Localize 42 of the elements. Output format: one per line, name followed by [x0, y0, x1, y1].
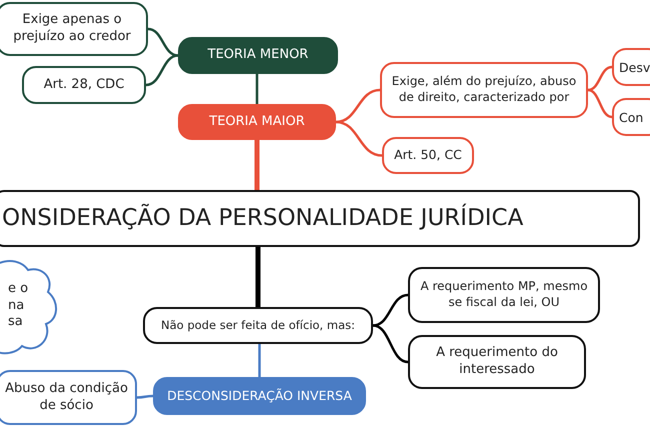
node-text: Art. 28, CDC	[44, 76, 124, 94]
note-box	[408, 267, 600, 323]
topic-box	[178, 37, 338, 74]
connector-line	[136, 394, 154, 399]
node-text: Abuso da condição de sócio	[4, 380, 129, 414]
note-box	[143, 307, 373, 344]
topic-box	[153, 377, 366, 415]
note-box	[612, 98, 650, 136]
note-box	[0, 370, 137, 425]
topic-box	[178, 104, 336, 140]
connector-line	[256, 74, 258, 104]
connector-line	[372, 294, 408, 327]
note-box	[0, 2, 148, 56]
connector-line	[258, 344, 261, 377]
connector-line	[336, 120, 382, 157]
connector-line	[254, 140, 260, 190]
note-box	[22, 66, 146, 104]
connector-line	[256, 247, 260, 307]
node-text: A requerimento MP, mesmo se fiscal da lei, OU	[419, 279, 589, 311]
connector-line	[336, 88, 380, 124]
node-text: TEORIA MENOR	[208, 47, 308, 64]
note-box	[380, 62, 588, 118]
node-text: DESCONSIDERAÇÃO INVERSA	[167, 388, 352, 404]
title-box	[0, 190, 640, 247]
note-box	[382, 137, 474, 174]
node-text: A requerimento do interessado	[435, 345, 559, 379]
node-text: Não pode ser feita de ofício, mas:	[161, 318, 355, 333]
node-text: Exige apenas o prejuízo ao credor	[12, 12, 132, 46]
connector-line	[588, 66, 612, 92]
central-topic-text: ONSIDERAÇÃO DA PERSONALIDADE JURÍDICA	[2, 204, 524, 233]
connector-line	[372, 324, 408, 364]
node-text: Art. 50, CC	[394, 147, 462, 164]
note-box	[408, 335, 586, 389]
node-text: e o na sa	[8, 280, 30, 332]
connector-line	[588, 88, 612, 118]
connector-line	[148, 28, 178, 57]
node-text: Desv	[619, 60, 650, 76]
node-text: Exige, além do prejuízo, abuso de direito, caracterizado por	[390, 74, 578, 106]
note-box	[612, 48, 650, 86]
node-text: TEORIA MAIOR	[209, 114, 305, 130]
connector-line	[146, 54, 178, 86]
node-text: Con	[619, 110, 644, 126]
